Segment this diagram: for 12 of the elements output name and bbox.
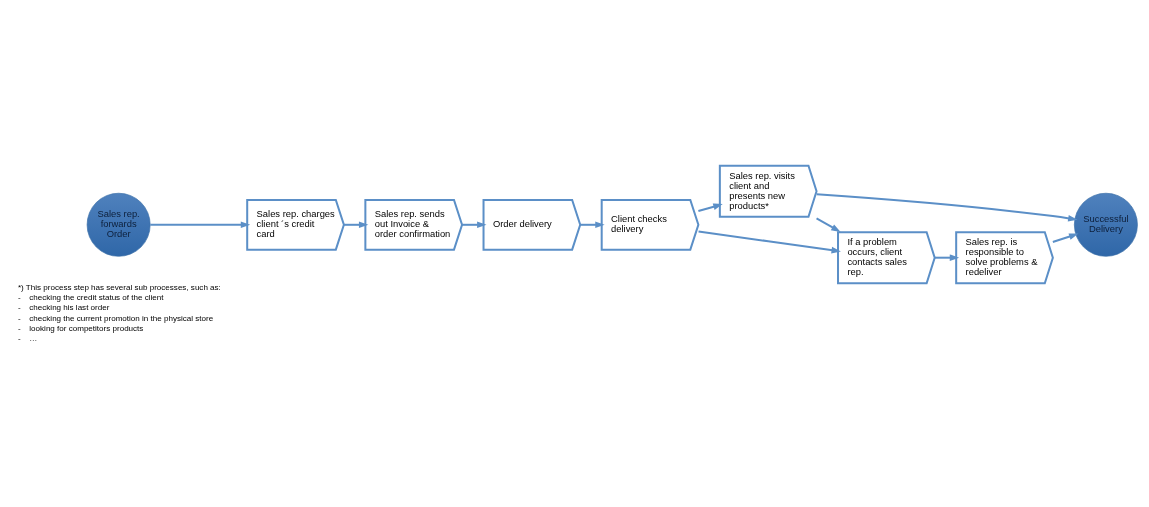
node-circle: Sales rep. forwards Order: [86, 192, 151, 257]
arrow: [150, 221, 251, 228]
arrow: [934, 253, 960, 261]
arrow: [698, 230, 841, 253]
arrow: [580, 221, 605, 228]
arrow: [462, 221, 487, 228]
arrow: [816, 192, 1078, 222]
arrow: [698, 203, 723, 212]
arrow: [343, 221, 369, 228]
arrow: [816, 217, 841, 232]
node-circle: Successful Delivery: [1074, 192, 1138, 257]
arrow: [1052, 232, 1079, 243]
